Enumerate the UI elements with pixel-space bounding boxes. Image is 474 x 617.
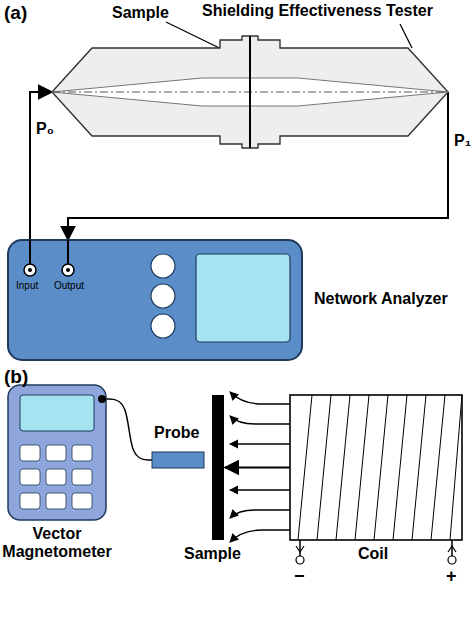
power-label: P₁ xyxy=(454,132,471,150)
node-label: Network Analyzer xyxy=(314,290,448,308)
node-label: Probe xyxy=(154,424,199,442)
panel-label: (a) xyxy=(4,2,27,24)
magnetometer-key xyxy=(20,445,40,461)
analyzer-case xyxy=(8,240,302,360)
vector-magnetometer: Vector Magnetometer xyxy=(8,385,106,520)
node-shape xyxy=(8,385,106,520)
port-connector xyxy=(24,264,36,276)
leader-line xyxy=(400,24,412,48)
sample-bar xyxy=(212,395,224,540)
tester-body xyxy=(52,36,448,148)
analyzer-knob xyxy=(151,314,175,338)
node-shape xyxy=(8,240,302,360)
magnetometer-key xyxy=(72,493,92,509)
coil-winding xyxy=(393,395,407,540)
node-shape xyxy=(52,36,448,148)
coil-winding xyxy=(431,395,445,540)
magnetometer-key xyxy=(72,469,92,485)
coil-winding xyxy=(450,395,462,540)
node-label: Output xyxy=(54,280,84,292)
probe-cable xyxy=(106,399,152,460)
coil-winding xyxy=(317,395,331,540)
node-label: Shielding Effectiveness Tester xyxy=(202,2,433,20)
magnetometer-key xyxy=(46,469,66,485)
magnetometer-key xyxy=(20,469,40,485)
port-lead xyxy=(67,240,69,264)
analyzer-screen xyxy=(196,254,290,342)
sample-sheet: Sample xyxy=(212,395,224,540)
coil-terminal xyxy=(448,556,456,564)
port-connector xyxy=(62,264,74,276)
coil-outline xyxy=(290,395,462,540)
port-pin xyxy=(66,268,70,272)
port-pin xyxy=(28,268,32,272)
terminal-sign: + xyxy=(446,566,457,587)
magnetometer-screen xyxy=(20,395,94,431)
terminal-sign: − xyxy=(294,566,305,587)
current-arrow xyxy=(296,546,304,552)
part-label: Sample xyxy=(112,4,169,22)
coil-winding xyxy=(298,395,312,540)
signal-line xyxy=(30,92,52,240)
node-label: Input xyxy=(16,280,38,292)
tester-housing: Shielding Effectiveness Tester xyxy=(52,36,448,148)
coil-winding xyxy=(336,395,350,540)
port-lead xyxy=(29,240,31,264)
cable-socket xyxy=(98,395,106,403)
coil: Coil xyxy=(290,395,462,540)
coil-winding xyxy=(355,395,369,540)
magnetometer-key xyxy=(72,445,92,461)
node-shape xyxy=(290,395,462,540)
network-analyzer: InputOutputNetwork Analyzer xyxy=(8,240,302,360)
magnetometer-key xyxy=(46,445,66,461)
coil-lead xyxy=(451,540,453,556)
magnetometer-key xyxy=(46,493,66,509)
coil-winding xyxy=(412,395,426,540)
analyzer-knob xyxy=(151,284,175,308)
magnetometer-key xyxy=(20,493,40,509)
node-shape xyxy=(212,395,224,540)
node-label: Coil xyxy=(358,545,388,563)
sample-sheet xyxy=(249,36,251,148)
node-label: Vector Magnetometer xyxy=(0,525,116,562)
panel-label: (b) xyxy=(4,366,28,388)
magnetometer-case xyxy=(8,385,106,520)
current-arrow xyxy=(448,546,456,552)
coil-terminal xyxy=(296,556,304,564)
probe-body xyxy=(152,452,204,468)
probe: Probe xyxy=(152,452,204,468)
node-label: Sample xyxy=(184,545,241,563)
power-label: P₀ xyxy=(36,120,54,138)
coil-lead xyxy=(299,540,301,556)
analyzer-knob xyxy=(151,254,175,278)
node-shape xyxy=(152,452,204,468)
coil-winding xyxy=(374,395,388,540)
signal-line xyxy=(225,467,290,469)
